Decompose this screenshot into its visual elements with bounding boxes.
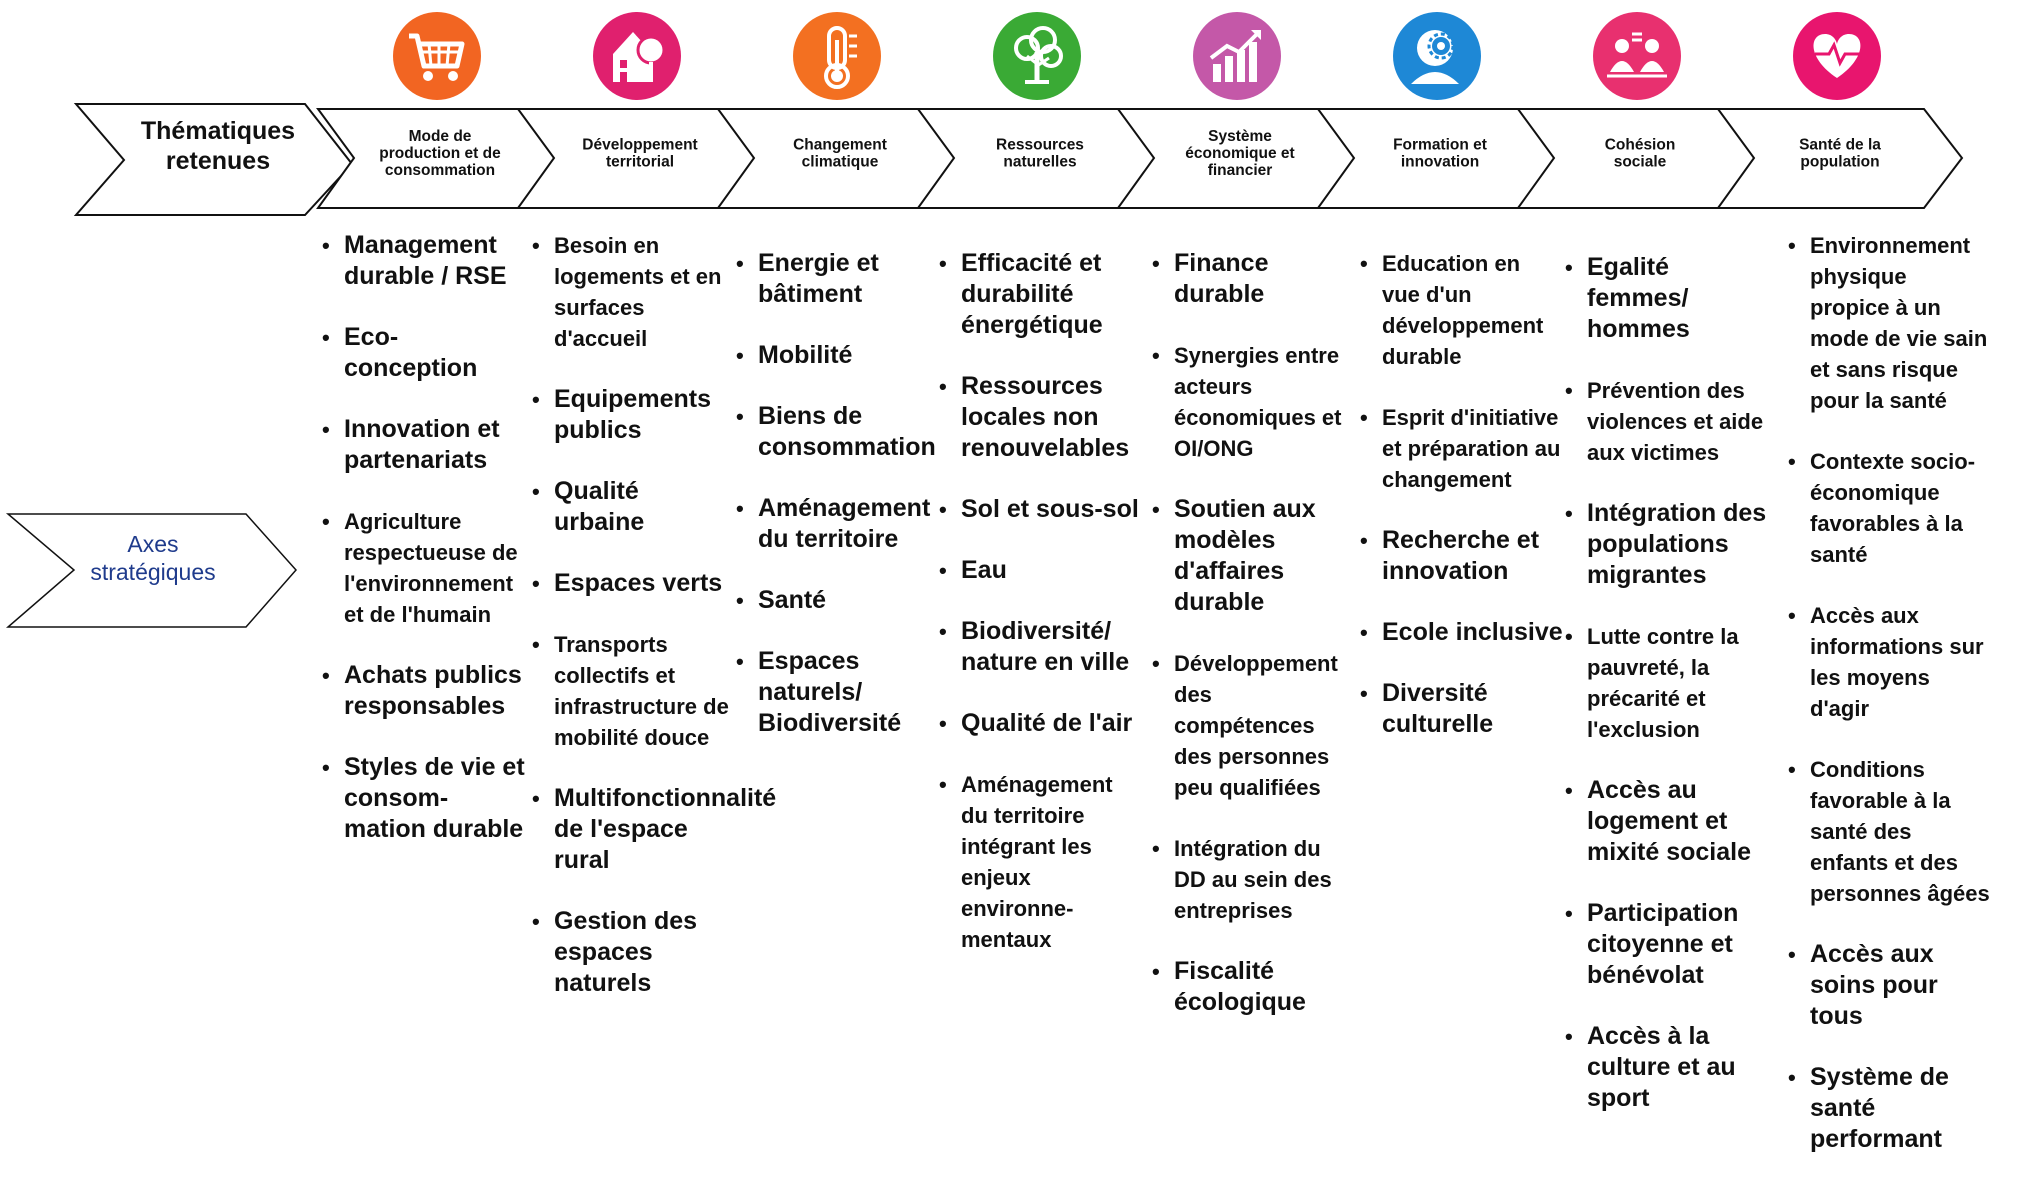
axes-column-systeme-economique-et-financier: Finance durableSynergies entre acteurs é…: [1150, 248, 1355, 1048]
axis-item: Aménagement du territoire: [734, 493, 939, 555]
axis-item: Esprit d'initiative et préparation au ch…: [1358, 402, 1563, 495]
axis-item: Ressources locales non renouvelables: [937, 371, 1142, 464]
axes-column-formation-et-innovation: Education en vue d'un développement dura…: [1358, 248, 1563, 770]
theme-icons: [393, 12, 1881, 100]
axes-column-ressources-naturelles: Efficacité et durabilité énergétiqueRess…: [937, 248, 1142, 985]
axis-item: Management durable / RSE: [320, 230, 525, 292]
axis-item: Accès à la culture et au sport: [1563, 1021, 1768, 1114]
axis-item: Biens de consommation: [734, 401, 939, 463]
axis-item: Synergies entre acteurs économiques et O…: [1150, 340, 1355, 464]
axis-item: Mobilité: [734, 340, 939, 371]
axis-item: Transports collectifs et infrastructure …: [530, 629, 735, 753]
axis-item: Recherche et innovation: [1358, 525, 1563, 587]
axis-item: Multifonctionnalité de l'espace rural: [530, 783, 776, 876]
axis-item: Aménagement du territoire intégrant les …: [937, 769, 1142, 955]
axes-label-arrow: [5, 513, 298, 628]
axis-item: Accès aux soins pour tous: [1786, 939, 1991, 1032]
axis-item: Innovation et partenariats: [320, 414, 525, 476]
axes-column-changement-climatique: Energie et bâtimentMobilitéBiens de cons…: [734, 248, 939, 769]
axis-item: Gestion des espaces naturels: [530, 906, 735, 999]
shopping-cart-icon: [393, 12, 481, 100]
axis-item: Sol et sous-sol: [937, 494, 1142, 525]
axis-item: Conditions favorable à la santé des enfa…: [1786, 754, 1991, 909]
tree-icon: [993, 12, 1081, 100]
axis-item: Besoin en logements et en surfaces d'acc…: [530, 230, 735, 354]
axis-item: Styles de vie et consom-mation durable: [320, 752, 525, 845]
people-exchange-icon: [1593, 12, 1681, 100]
axes-column-developpement-territorial: Besoin en logements et en surfaces d'acc…: [530, 230, 776, 1029]
person-gear-icon: [1393, 12, 1481, 100]
axis-item: Biodiversité/ nature en ville: [937, 616, 1142, 678]
axis-item: Contexte socio-économique favorables à l…: [1786, 446, 1991, 570]
house-tree-icon: [593, 12, 681, 100]
axis-item: Eco-conception: [320, 322, 525, 384]
axis-item: Education en vue d'un développement dura…: [1358, 248, 1563, 372]
axis-item: Ecole inclusive: [1358, 617, 1563, 648]
axis-item: Egalité femmes/ hommes: [1563, 252, 1768, 345]
axes-column-mode-de-production-et-de-consommation: Management durable / RSE Eco-conceptionIn…: [320, 230, 525, 875]
themes-label-arrow: [73, 103, 354, 216]
axis-item: Equipements publics: [530, 384, 735, 446]
axis-item: Finance durable: [1150, 248, 1355, 310]
axis-item: Environnement physique propice à un mode…: [1786, 230, 1991, 416]
axis-item: Energie et bâtiment: [734, 248, 939, 310]
axis-item: Intégration du DD au sein des entreprise…: [1150, 833, 1355, 926]
axis-item: Efficacité et durabilité énergétique: [937, 248, 1142, 341]
axis-item: Accès aux informations sur les moyens d'…: [1786, 600, 1991, 724]
axis-item: Prévention des violences et aide aux vic…: [1563, 375, 1768, 468]
axis-item: Développement des compétences des person…: [1150, 648, 1355, 803]
heart-pulse-icon: [1793, 12, 1881, 100]
axis-item: Fiscalité écologique: [1150, 956, 1355, 1018]
axis-item: Participation citoyenne et bénévolat: [1563, 898, 1768, 991]
axis-item: Intégration des populations migrantes: [1563, 498, 1768, 591]
thermometer-icon: [793, 12, 881, 100]
axis-item: Système de santé performant: [1786, 1062, 1991, 1155]
axis-item: Lutte contre la pauvreté, la précarité e…: [1563, 621, 1768, 745]
axis-item: Accès au logement et mixité sociale: [1563, 775, 1768, 868]
axis-item: Santé: [734, 585, 939, 616]
axis-item: Espaces naturels/ Biodiversité: [734, 646, 939, 739]
growth-chart-icon: [1193, 12, 1281, 100]
axis-item: Agriculture respectueuse de l'environnem…: [320, 506, 525, 630]
axes-column-sante-de-la-population: Environnement physique propice à un mode…: [1786, 230, 1991, 1185]
axis-item: Qualité urbaine: [530, 476, 735, 538]
axis-item: Qualité de l'air: [937, 708, 1142, 739]
axes-column-cohesion-sociale: Egalité femmes/ hommesPrévention des vio…: [1563, 252, 1768, 1144]
axis-item: Soutien aux modèles d'affaires durable: [1150, 494, 1355, 618]
axis-item: Espaces verts: [530, 568, 735, 599]
axis-item: Achats publics responsables: [320, 660, 525, 722]
axis-item: Diversité culturelle: [1358, 678, 1563, 740]
axis-item: Eau: [937, 555, 1142, 586]
theme-arrow: [1716, 108, 1964, 209]
